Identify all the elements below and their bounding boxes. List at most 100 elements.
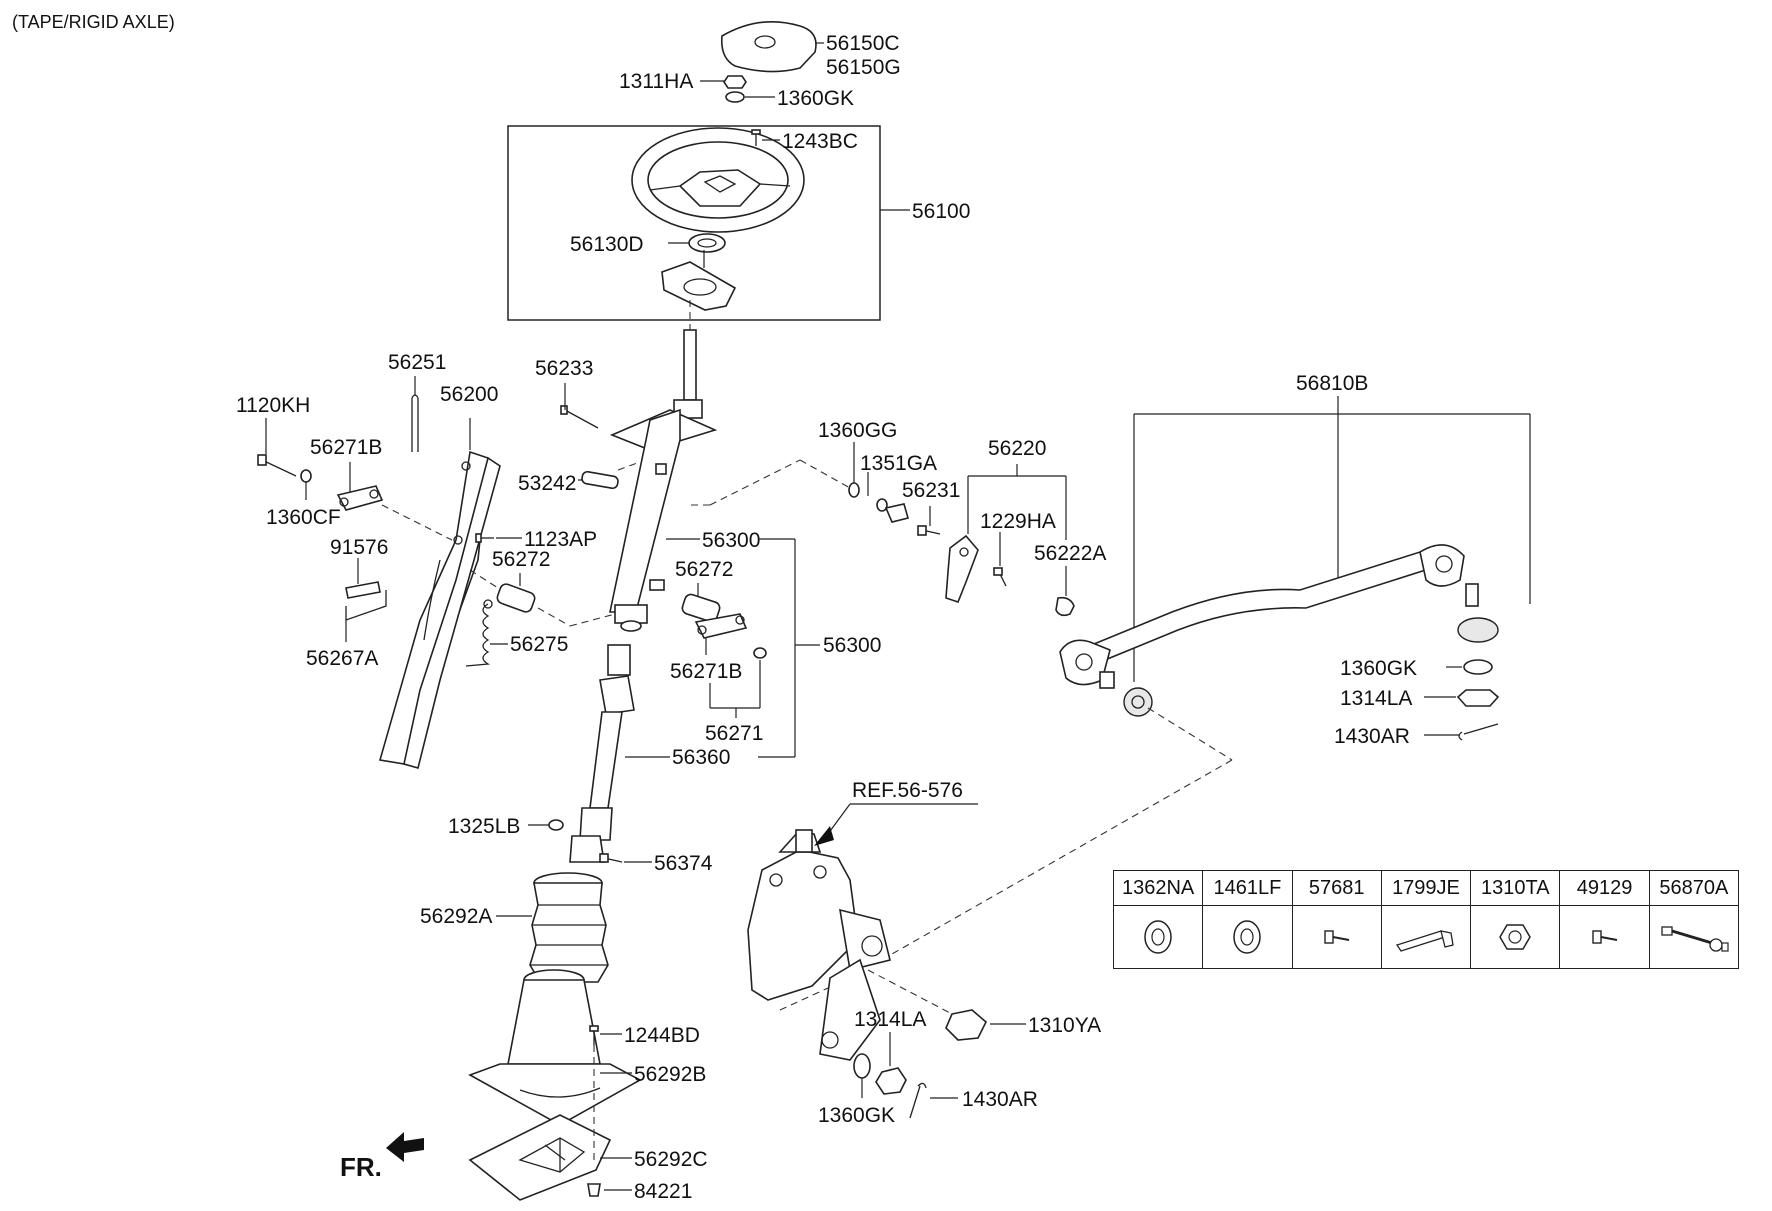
label-56272-right: 56272	[675, 558, 733, 581]
washer-1360gk-bottom	[853, 1053, 871, 1079]
screw-1244bd	[589, 1025, 599, 1045]
label-1314la-bottom: 1314LA	[854, 1008, 926, 1031]
boot-56292a	[529, 872, 609, 983]
label-56271b-right: 56271B	[670, 660, 742, 683]
bush-56272-right	[681, 593, 721, 623]
label-56222a: 56222A	[1034, 542, 1106, 565]
label-56300-side: 56300	[823, 634, 881, 657]
label-56292c: 56292C	[634, 1148, 708, 1171]
front-direction-arrow	[386, 1132, 424, 1162]
label-1360gg: 1360GG	[818, 419, 897, 442]
label-56292b: 56292B	[634, 1063, 706, 1086]
label-56292a: 56292A	[420, 905, 492, 928]
washer-icon	[1203, 906, 1291, 968]
washer-1360gk-top	[725, 91, 745, 103]
label-56220: 56220	[988, 437, 1046, 460]
legend-code: 49129	[1560, 871, 1649, 906]
clip-56251	[411, 394, 419, 452]
label-56275: 56275	[510, 633, 568, 656]
bush-1351ga	[884, 503, 909, 523]
label-56150c: 56150C	[826, 32, 900, 55]
legend-cell: 1362NA	[1114, 871, 1204, 968]
nut-1314la-right	[1456, 689, 1500, 707]
pin-53242	[581, 470, 619, 490]
tie-rod-end-icon	[1650, 906, 1738, 968]
label-1351ga: 1351GA	[860, 452, 937, 475]
screw-1229ha	[993, 567, 1007, 587]
legend-code: 1362NA	[1114, 871, 1203, 906]
dust-cap-56810b	[1457, 617, 1499, 643]
legend-cell: 1461LF	[1203, 871, 1293, 968]
label-56200: 56200	[440, 383, 498, 406]
legend-cell: 49129	[1560, 871, 1650, 968]
nut-1310ya	[945, 1009, 987, 1041]
bracket-56271b-left	[336, 485, 384, 511]
wheel-hub-plate	[661, 250, 737, 311]
label-1360cf: 1360CF	[266, 506, 341, 529]
label-56300-top: 56300	[702, 529, 760, 552]
common-parts-legend: 1362NA 1461LF 57681 1799JE 1310TA 49129	[1113, 870, 1739, 969]
nut-1314la-bottom	[875, 1067, 907, 1095]
label-1430ar-bottom: 1430AR	[962, 1088, 1038, 1111]
screw-1123ap	[475, 533, 494, 543]
spring-56275	[465, 599, 493, 667]
washer-1360cf	[300, 469, 312, 483]
nut-1311ha	[723, 75, 747, 89]
label-91576: 91576	[330, 536, 388, 559]
nut-56271	[753, 647, 767, 659]
label-1360gk-bottom: 1360GK	[818, 1104, 895, 1127]
label-1243bc: 1243BC	[782, 130, 858, 153]
label-1123ap: 1123AP	[524, 528, 597, 551]
washer-1360gk-right	[1463, 659, 1493, 675]
label-56231: 56231	[902, 479, 960, 502]
bolt-1120kh	[257, 454, 297, 477]
label-56271: 56271	[705, 722, 763, 745]
washer-1351ga	[876, 498, 888, 512]
legend-code: 57681	[1292, 871, 1381, 906]
strap-icon	[1382, 906, 1470, 968]
intermediate-shaft-56360	[569, 644, 635, 863]
floor-boot-56292b	[468, 969, 642, 1126]
ring-56130d	[688, 233, 726, 253]
label-56130d: 56130D	[570, 233, 644, 256]
cotter-pin-1430ar-right	[1458, 723, 1499, 741]
label-84221: 84221	[634, 1180, 692, 1203]
nut-1325lb	[548, 819, 564, 831]
bolt-56231	[917, 525, 941, 536]
legend-code: 56870A	[1649, 871, 1738, 906]
legend-cell: 1310TA	[1471, 871, 1561, 968]
label-ref-56-576: REF.56-576	[852, 779, 963, 802]
label-53242: 53242	[518, 472, 576, 495]
drag-link-56810b	[1059, 544, 1479, 689]
cotter-pin-1430ar-bottom	[909, 1082, 927, 1119]
steering-gear-box	[747, 829, 891, 1061]
label-56374: 56374	[654, 852, 713, 875]
washer-1360gg	[848, 482, 860, 498]
label-56267a: 56267A	[306, 647, 378, 670]
legend-cell: 1799JE	[1381, 871, 1472, 968]
bolt-icon	[1293, 906, 1381, 968]
label-56360: 56360	[672, 746, 730, 769]
label-56271b-left: 56271B	[310, 436, 382, 459]
screw-1243bc	[751, 129, 761, 146]
variant-header: (TAPE/RIGID AXLE)	[12, 12, 175, 32]
label-1244bd: 1244BD	[624, 1024, 700, 1047]
bush-56272-left	[469, 569, 536, 613]
label-56251: 56251	[388, 351, 446, 374]
horn-cap-part	[720, 21, 817, 73]
bracket-56271b-right	[694, 613, 748, 639]
washer-icon	[1114, 906, 1202, 968]
label-1120kh: 1120KH	[236, 394, 310, 417]
legend-code: 1461LF	[1203, 871, 1292, 906]
label-56810b: 56810B	[1296, 372, 1368, 395]
label-56272-left: 56272	[492, 548, 550, 571]
front-label: FR.	[340, 1152, 382, 1182]
label-56150g: 56150G	[826, 56, 901, 79]
legend-code: 1310TA	[1471, 871, 1560, 906]
bolt-icon	[1560, 906, 1648, 968]
label-1360gk-right: 1360GK	[1340, 657, 1417, 680]
label-1229ha: 1229HA	[980, 510, 1056, 533]
tilt-lever-56220	[945, 534, 979, 603]
column-bracket-56200	[378, 450, 501, 769]
